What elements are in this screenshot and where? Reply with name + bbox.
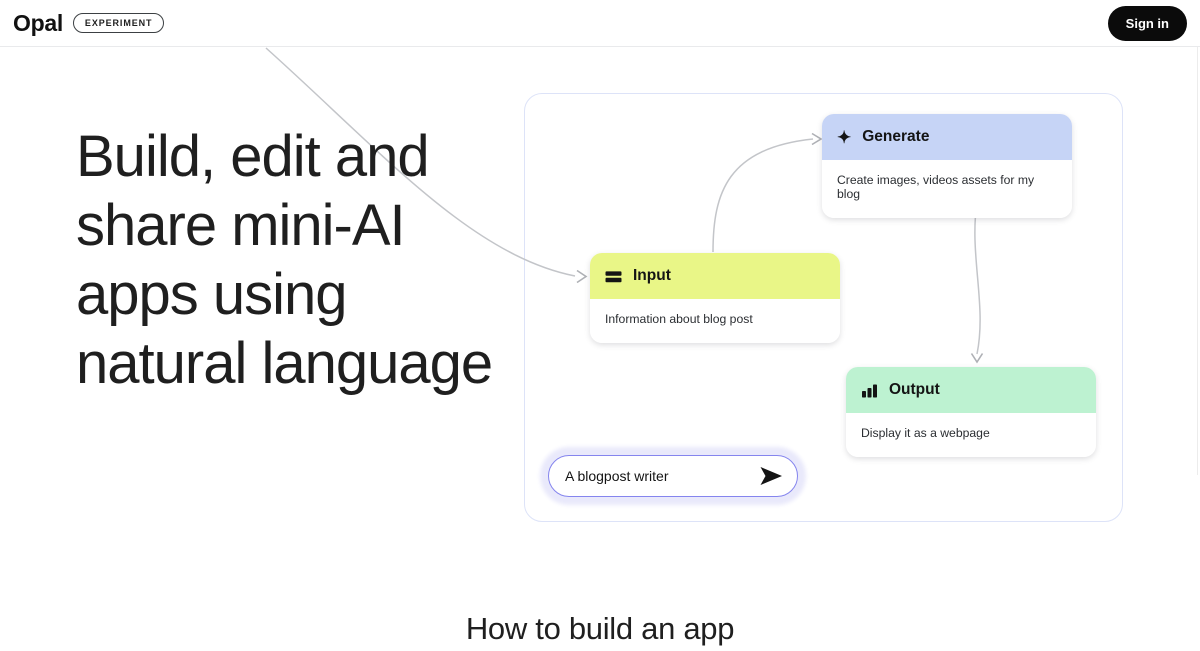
app-prompt-pill[interactable] xyxy=(548,455,798,497)
top-navigation-bar: Opal EXPERIMENT Sign in xyxy=(0,0,1200,47)
input-icon xyxy=(605,270,622,282)
hero-heading-line: Build, edit and xyxy=(76,124,430,189)
section-right-border xyxy=(1197,47,1198,475)
how-to-section-title: How to build an app xyxy=(465,611,735,646)
output-node-description: Display it as a webpage xyxy=(846,413,1096,457)
experiment-badge: EXPERIMENT xyxy=(72,13,165,33)
output-node-title: Output xyxy=(889,381,940,398)
bar-chart-icon xyxy=(862,384,877,397)
sign-in-button[interactable]: Sign in xyxy=(1107,5,1187,41)
workflow-node-generate[interactable]: ✦ Generate Create images, videos assets … xyxy=(822,114,1072,218)
hero-heading-line: share mini-AI xyxy=(76,193,406,258)
hero-heading: Build, edit and share mini-AI apps using… xyxy=(76,122,493,398)
workflow-node-input[interactable]: Input Information about blog post xyxy=(590,253,840,343)
send-icon xyxy=(760,467,782,485)
workflow-node-output[interactable]: Output Display it as a webpage xyxy=(846,367,1096,457)
hero-heading-line: natural language xyxy=(76,331,493,396)
send-button[interactable] xyxy=(755,462,787,490)
input-node-header: Input xyxy=(590,253,840,299)
input-node-title: Input xyxy=(633,267,671,284)
opal-logo: Opal xyxy=(13,9,63,36)
app-prompt-input[interactable] xyxy=(565,468,755,484)
input-node-description: Information about blog post xyxy=(590,299,840,343)
hero-heading-line: apps using xyxy=(76,262,348,327)
sparkle-icon: ✦ xyxy=(837,127,852,147)
output-node-header: Output xyxy=(846,367,1096,413)
generate-node-description: Create images, videos assets for my blog xyxy=(822,160,1072,218)
generate-node-title: Generate xyxy=(862,128,930,145)
generate-node-header: ✦ Generate xyxy=(822,114,1072,160)
